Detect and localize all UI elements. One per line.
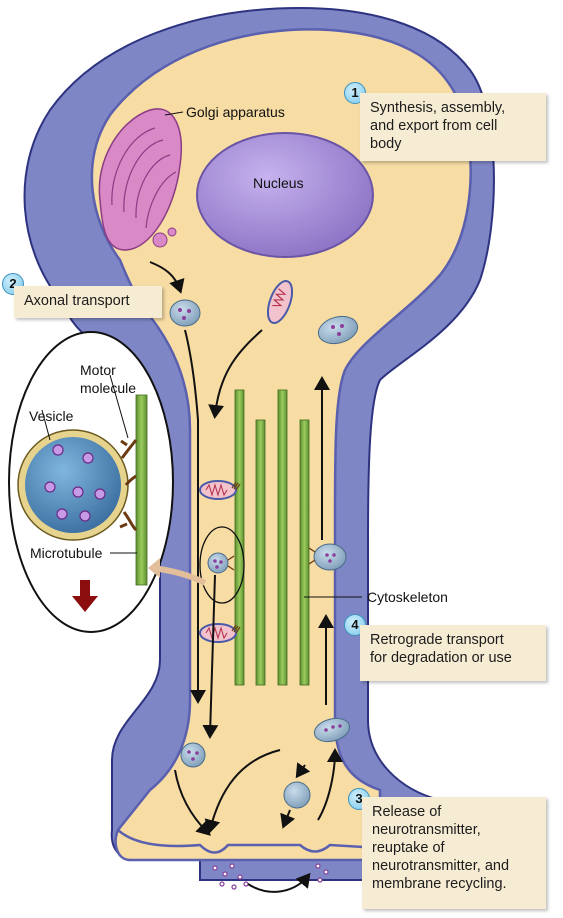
terminal-membrane-bottom — [117, 829, 381, 854]
vesicle-terminal-left — [180, 742, 206, 768]
transport-arrows — [149, 261, 343, 893]
recycled-vesicle — [283, 781, 311, 809]
vesicle-retro-top — [317, 315, 359, 345]
step-2-callout: Axonal transport — [14, 286, 162, 318]
mitochondrion-axon-2 — [199, 623, 241, 643]
nucleus — [196, 132, 374, 258]
golgi-label: Golgi apparatus — [186, 104, 285, 120]
microtubules — [234, 389, 310, 686]
vesicle-terminal-right — [313, 717, 351, 743]
inset-microtubule — [135, 394, 148, 586]
step-1-callout: Synthesis, assembly, and export from cel… — [360, 93, 546, 161]
inset-vesicle — [25, 437, 121, 533]
magnified-inset — [8, 331, 174, 633]
step-3-callout: Release of neurotransmitter, reuptake of… — [362, 797, 546, 909]
microtubule-label: Microtubule — [30, 545, 103, 561]
release-arrow-head — [72, 596, 98, 612]
neurotransmitter-release — [212, 863, 329, 890]
vesicle-label: Vesicle — [29, 408, 74, 424]
vesicle-axon-retrograde — [308, 543, 347, 571]
step-4-callout: Retrograde transport for degradation or … — [360, 625, 546, 681]
motor-molecule-label-line1: Motor — [80, 362, 116, 378]
mitochondrion-axon-1 — [199, 480, 241, 500]
mitochondrion-top — [266, 280, 294, 324]
cytoskeleton-label: Cytoskeleton — [367, 589, 448, 605]
vesicle-export — [169, 299, 201, 327]
vesicle-axon-anterograde — [207, 552, 235, 574]
release-arrow-shaft — [80, 580, 90, 596]
nucleus-label: Nucleus — [253, 175, 304, 191]
motor-molecule-label-line2: molecule — [80, 380, 137, 396]
golgi-leader-line — [164, 111, 184, 116]
golgi-apparatus — [98, 108, 182, 251]
magnified-region-outline — [199, 526, 245, 604]
